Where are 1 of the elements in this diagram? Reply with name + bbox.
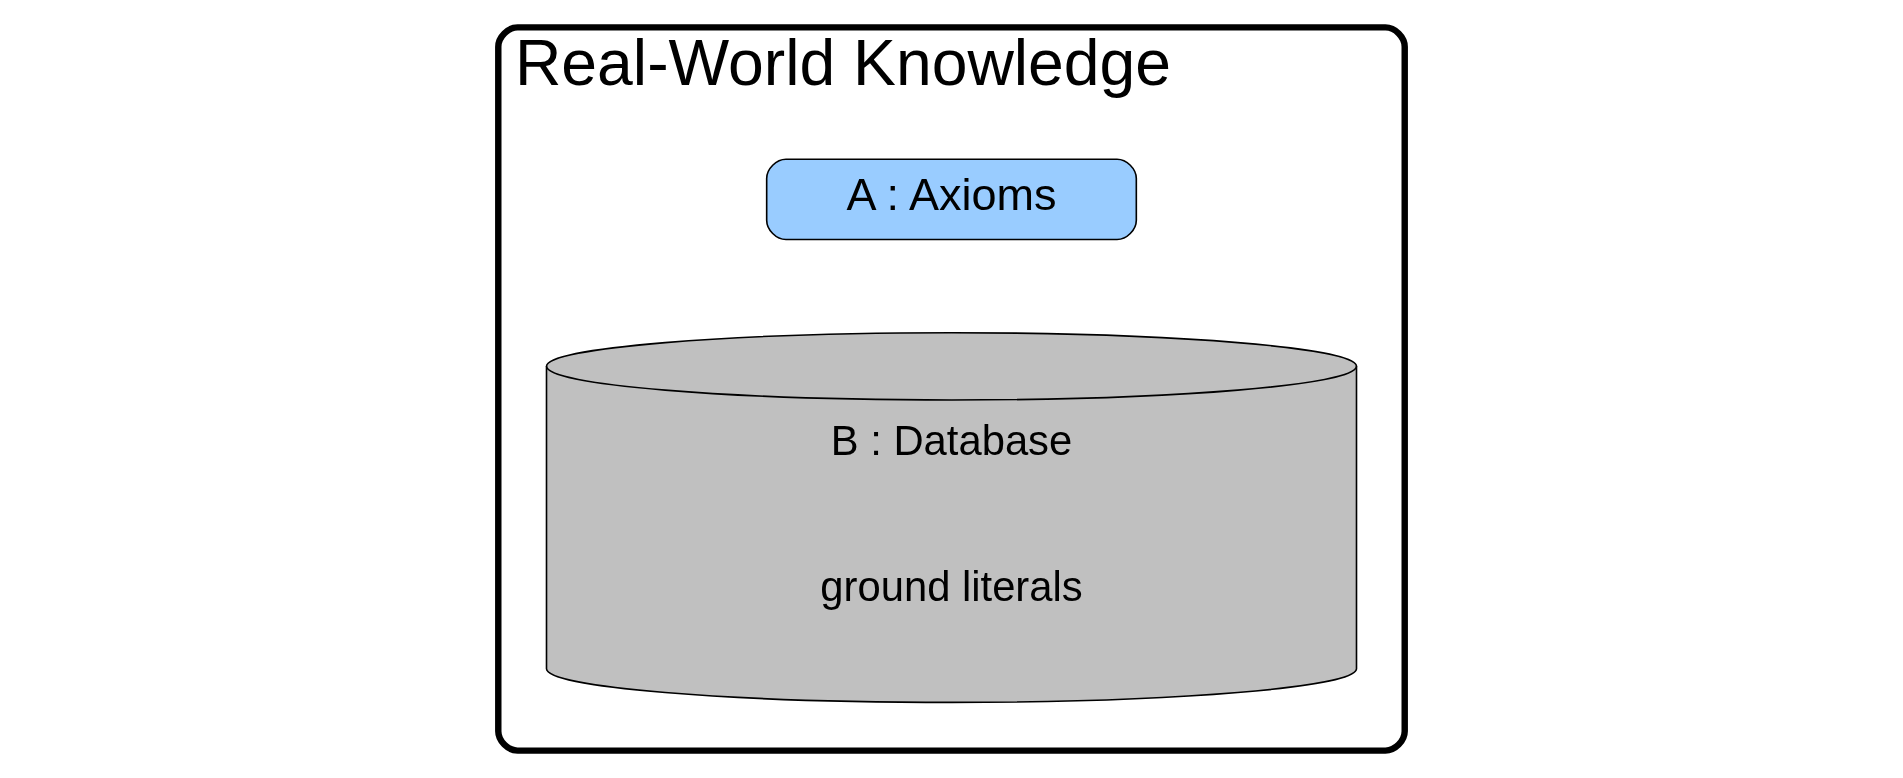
node-box: A : Axioms — [765, 158, 1138, 241]
